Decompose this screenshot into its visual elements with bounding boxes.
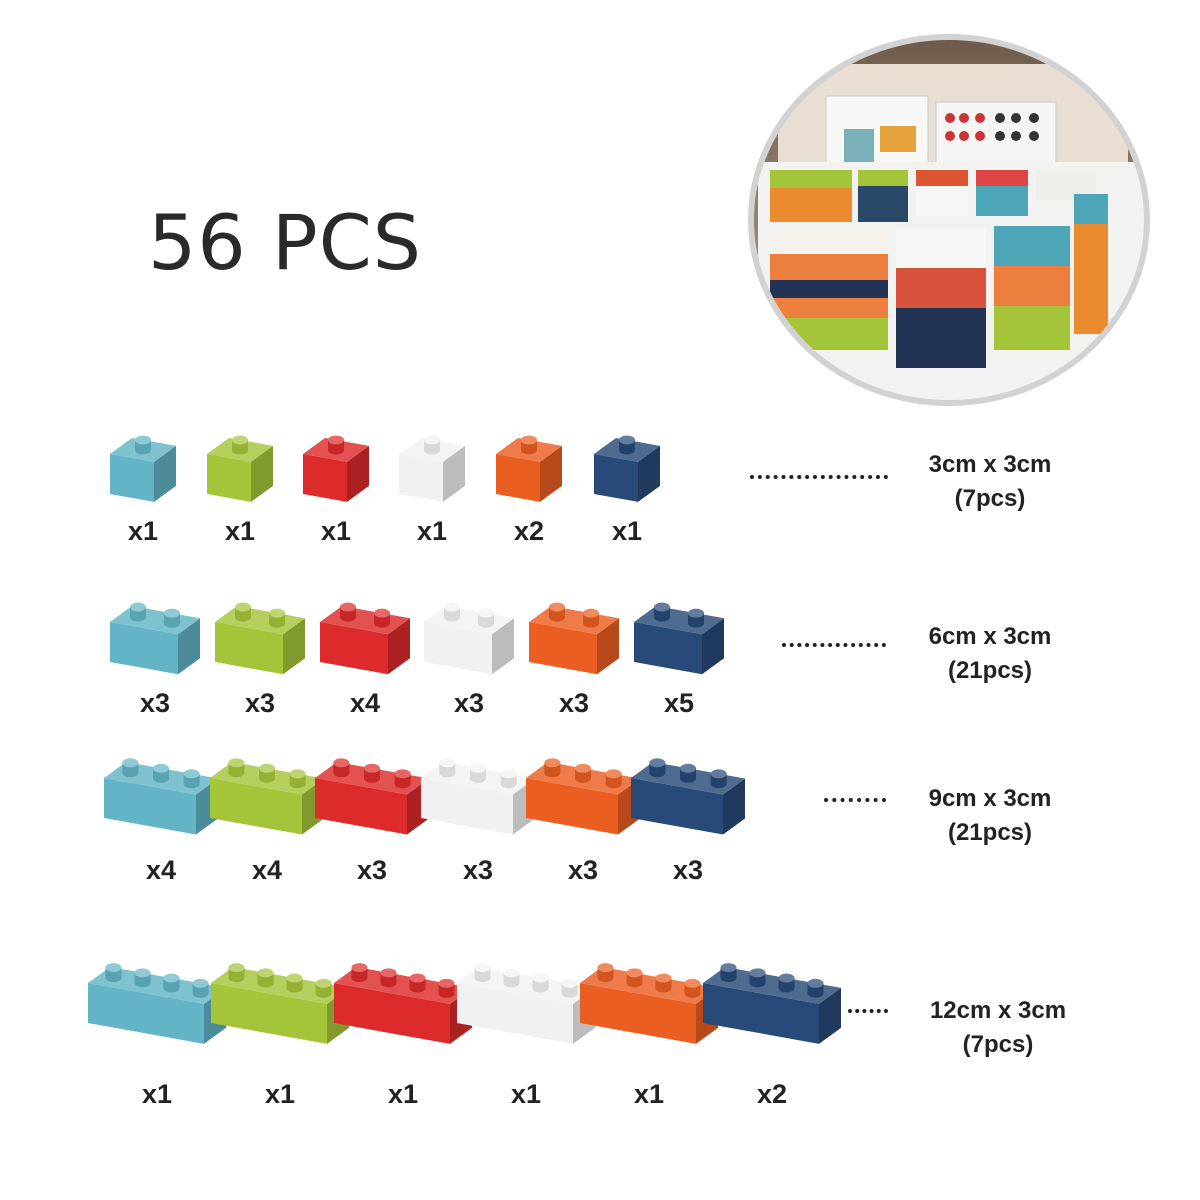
brick-4x1-teal bbox=[88, 963, 226, 1044]
dotted-leader bbox=[824, 798, 886, 802]
size-label: 12cm x 3cm (7pcs) bbox=[908, 994, 1088, 1062]
dotted-leader bbox=[782, 643, 886, 647]
brick-3x1-lime bbox=[210, 758, 324, 835]
product-box-photo bbox=[748, 34, 1150, 406]
brick-1x1-orange bbox=[496, 435, 562, 502]
brick-count: x3 bbox=[462, 855, 494, 885]
brick-3x1-white bbox=[421, 758, 535, 835]
brick-2x1-red bbox=[320, 602, 410, 675]
brick-count: x2 bbox=[513, 516, 545, 546]
size-label: 6cm x 3cm (21pcs) bbox=[900, 620, 1080, 688]
brick-1x1-lime bbox=[207, 435, 273, 502]
brick-3x1-teal bbox=[104, 758, 218, 835]
brick-4x1-lime bbox=[211, 963, 349, 1044]
brick-3x1-orange bbox=[526, 758, 640, 835]
brick-count: x3 bbox=[244, 688, 276, 718]
brick-count: x1 bbox=[224, 516, 256, 546]
brick-count: x1 bbox=[510, 1079, 542, 1109]
dotted-leader bbox=[750, 475, 888, 479]
brick-count: x1 bbox=[633, 1079, 665, 1109]
brick-count: x3 bbox=[567, 855, 599, 885]
brick-count: x3 bbox=[558, 688, 590, 718]
brick-count: x1 bbox=[387, 1079, 419, 1109]
size-label: 3cm x 3cm (7pcs) bbox=[900, 448, 1080, 516]
brick-2x1-navy bbox=[634, 602, 724, 675]
size-dimensions: 9cm x 3cm bbox=[928, 785, 1052, 812]
brick-2x1-white bbox=[424, 602, 514, 675]
brick-count: x1 bbox=[416, 516, 448, 546]
brick-3x1-red bbox=[315, 758, 429, 835]
brick-count: x1 bbox=[127, 516, 159, 546]
brick-2x1-orange bbox=[529, 602, 619, 675]
brick-2x1-teal bbox=[110, 602, 200, 675]
size-label: 9cm x 3cm (21pcs) bbox=[900, 782, 1080, 850]
brick-3x1-navy bbox=[631, 758, 745, 835]
brick-count: x1 bbox=[611, 516, 643, 546]
size-dimensions: 12cm x 3cm bbox=[929, 997, 1067, 1024]
size-piece-count: (7pcs) bbox=[962, 1031, 1034, 1058]
brick-count: x1 bbox=[141, 1079, 173, 1109]
size-dimensions: 3cm x 3cm bbox=[928, 451, 1052, 478]
brick-count: x3 bbox=[356, 855, 388, 885]
brick-count: x4 bbox=[349, 688, 381, 718]
brick-count: x4 bbox=[145, 855, 177, 885]
brick-1x1-teal bbox=[110, 435, 176, 502]
brick-1x1-red bbox=[303, 435, 369, 502]
brick-count: x2 bbox=[756, 1079, 788, 1109]
size-piece-count: (21pcs) bbox=[947, 657, 1033, 684]
dotted-leader bbox=[848, 1009, 888, 1013]
brick-count: x5 bbox=[663, 688, 695, 718]
brick-1x1-white bbox=[399, 435, 465, 502]
brick-count: x3 bbox=[139, 688, 171, 718]
brick-count: x3 bbox=[453, 688, 485, 718]
brick-count: x4 bbox=[251, 855, 283, 885]
size-piece-count: (7pcs) bbox=[954, 485, 1026, 512]
brick-count: x3 bbox=[672, 855, 704, 885]
title: 56 PCS bbox=[148, 198, 423, 287]
brick-count: x1 bbox=[320, 516, 352, 546]
size-piece-count: (21pcs) bbox=[947, 819, 1033, 846]
brick-1x1-navy bbox=[594, 435, 660, 502]
brick-2x1-lime bbox=[215, 602, 305, 675]
brick-count: x1 bbox=[264, 1079, 296, 1109]
size-dimensions: 6cm x 3cm bbox=[928, 623, 1052, 650]
brick-4x1-navy bbox=[703, 963, 841, 1044]
